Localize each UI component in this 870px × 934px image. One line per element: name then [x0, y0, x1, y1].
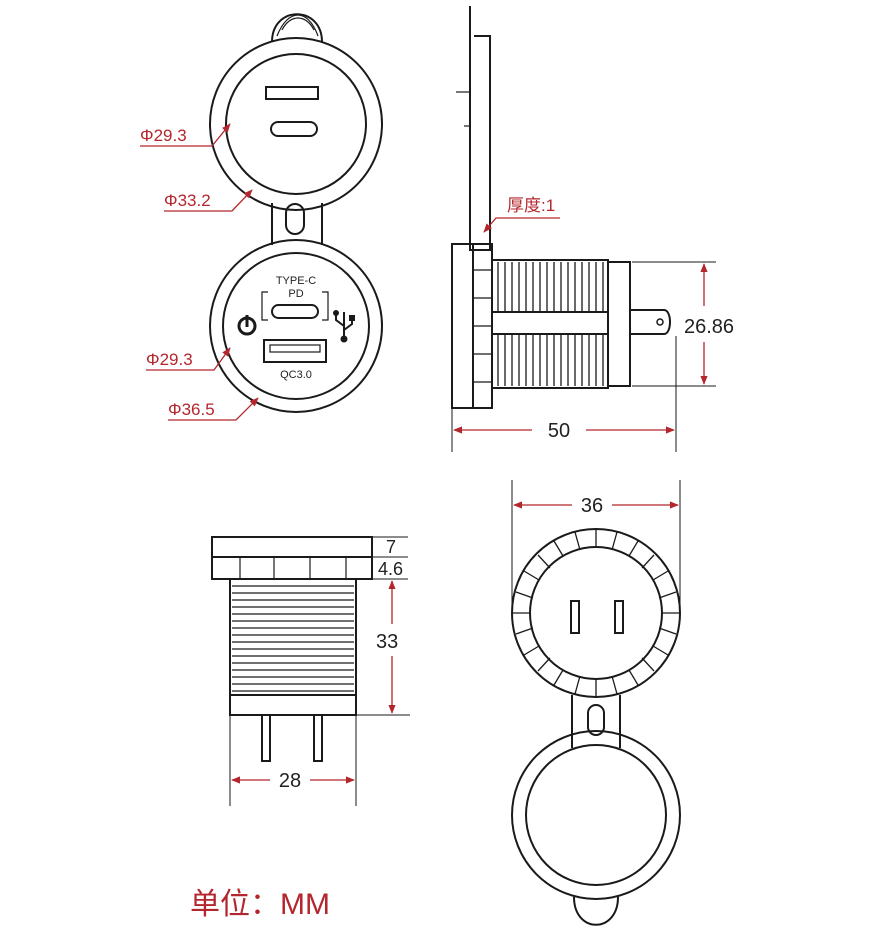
usb-icon	[333, 310, 355, 343]
face-typec-text: TYPE-C	[276, 275, 316, 287]
cap-typec-plug	[270, 121, 318, 137]
back-cap-tab	[573, 896, 619, 926]
label-dim-46: 4.6	[378, 559, 403, 579]
label-dim-28: 28	[279, 770, 301, 792]
back-pin-right	[614, 600, 624, 634]
bottom-flange-ribs	[211, 556, 373, 580]
bezel-circle	[209, 239, 383, 413]
power-icon	[237, 315, 257, 336]
cap-strap	[271, 203, 323, 245]
face-qc-text: QC3.0	[280, 369, 312, 381]
label-cap-outer: Φ33.2	[164, 191, 211, 210]
label-dim-7: 7	[386, 537, 396, 557]
label-dim-33: 33	[376, 631, 398, 653]
back-outer-circle	[511, 528, 681, 698]
back-inner-circle	[529, 546, 663, 680]
cap-outer-circle	[209, 37, 383, 211]
back-view: 36	[511, 480, 681, 926]
bottom-view: 7 4.6 33 28	[211, 536, 410, 806]
label-bezel: Φ36.5	[168, 400, 215, 419]
typec-port	[271, 304, 319, 319]
side-terminal	[630, 309, 671, 335]
label-face: Φ29.3	[146, 350, 193, 369]
label-height: 26.86	[684, 316, 734, 338]
face-pd-text: PD	[288, 288, 303, 300]
unit-label: 单位：MM	[190, 888, 330, 921]
side-nut-slot	[491, 311, 609, 335]
bottom-thread-lines	[232, 585, 354, 692]
back-cap-outer	[511, 730, 681, 900]
cap-tab	[271, 13, 323, 43]
usb-a-port	[263, 339, 327, 363]
front-view: TYPE-C PD QC3.0 Φ29.3 Φ33.2 Φ29.3 Φ36.5	[140, 13, 383, 421]
side-view: 厚度:1 26.86 50	[451, 6, 734, 452]
back-strap	[571, 695, 621, 748]
bottom-rear-housing	[229, 694, 357, 716]
label-dim-36: 36	[581, 495, 603, 517]
label-cap-inner: Φ29.3	[140, 126, 187, 145]
face-circle	[222, 252, 370, 400]
strap-plate	[469, 6, 491, 251]
bottom-flange-top	[211, 536, 373, 558]
label-thickness: 厚度:1	[507, 196, 555, 215]
cap-slot	[265, 86, 319, 100]
label-length: 50	[548, 420, 570, 442]
cap-inner-circle	[225, 53, 367, 195]
bottom-pin-right	[313, 714, 323, 762]
side-rear-housing	[607, 261, 631, 387]
back-cap-inner	[525, 744, 667, 886]
back-pin-left	[570, 600, 580, 634]
bottom-pin-left	[261, 714, 271, 762]
back-notches	[512, 529, 680, 697]
